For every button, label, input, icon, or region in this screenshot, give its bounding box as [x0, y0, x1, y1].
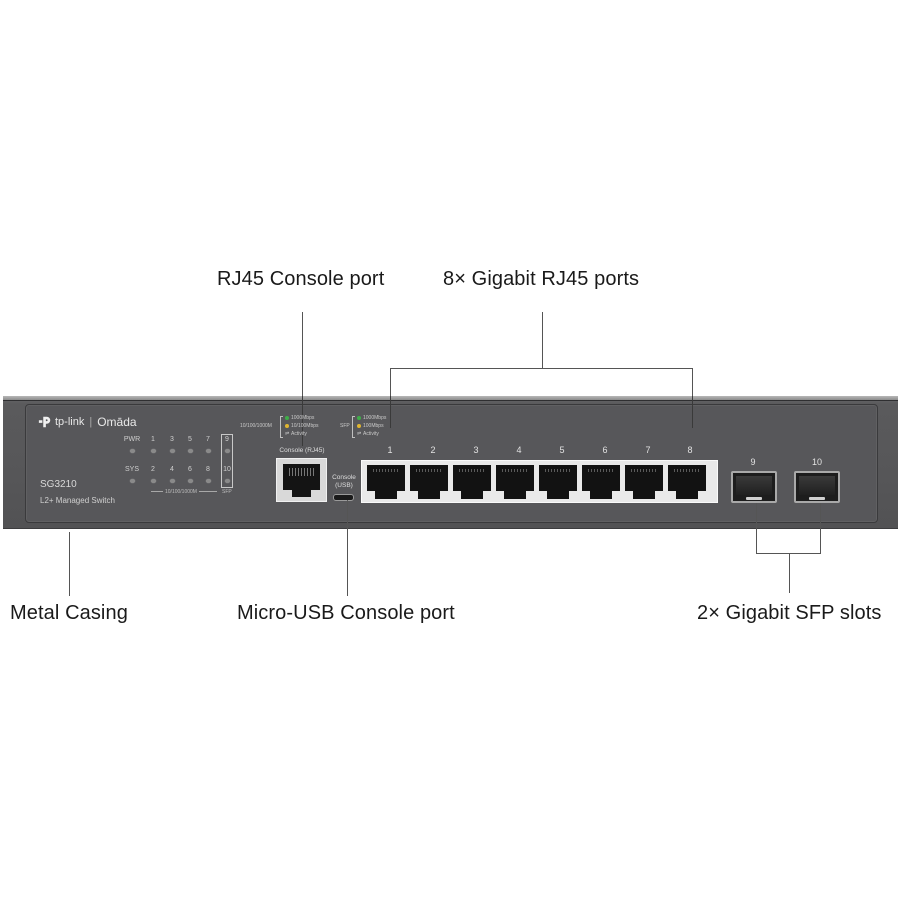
legend-copper-1000: 1000Mbps [291, 415, 315, 421]
console-rj45-latch [292, 489, 311, 497]
model-subtitle: L2+ Managed Switch [40, 496, 115, 505]
port-number-2: 2 [430, 445, 436, 455]
legend-sfp-activity-icon: ⇌ [357, 431, 362, 437]
console-rj45-pins [289, 468, 314, 476]
sfp-number-9: 9 [750, 457, 756, 467]
port-number-7: 7 [645, 445, 651, 455]
legend-copper-activity: Activity [291, 431, 307, 437]
switch-top-edge [3, 396, 898, 400]
gigabit-rj45-bracket [390, 368, 693, 369]
led-label-port-10: 10 [223, 466, 231, 473]
led-port-4 [170, 479, 175, 483]
gigabit-bracket-right-overlay [692, 396, 693, 428]
legend-amber-dot-icon [285, 424, 289, 428]
legend-sfp-bracket [352, 416, 355, 438]
switch-top-shadow [3, 400, 898, 401]
legend-green-dot-icon [285, 416, 289, 420]
microusb-console-callout-label: Micro-USB Console port [237, 602, 455, 624]
sfp-leader-line [789, 553, 790, 593]
led-label-port-8: 8 [206, 466, 210, 473]
led-pwr [130, 449, 135, 453]
rj45-port-6[interactable] [582, 465, 620, 500]
legend-activity-icon: ⇌ [285, 431, 290, 437]
port-number-3: 3 [473, 445, 479, 455]
copper-led-group-label: 10/100/1000M [163, 489, 199, 495]
sfp-bracket-right [820, 503, 821, 553]
led-label-port-1: 1 [151, 436, 155, 443]
legend-copper-10-100: 10/100Mbps [291, 423, 319, 429]
console-usb-label-line2: (USB) [335, 482, 353, 489]
led-port-1 [151, 449, 156, 453]
led-port-3 [170, 449, 175, 453]
model-number: SG3210 [40, 479, 77, 490]
led-port-5 [188, 449, 193, 453]
led-port-7 [206, 449, 211, 453]
rj45-console-leader-line-overlay [302, 396, 303, 446]
rj45-port-2[interactable] [410, 465, 448, 500]
rj45-port-7[interactable] [625, 465, 663, 500]
product-line: Omāda [97, 415, 137, 429]
sfp-slot-10[interactable] [794, 471, 840, 503]
legend-sfp-green-dot-icon [357, 416, 361, 420]
rj45-port-block [361, 460, 718, 503]
led-label-port-4: 4 [170, 466, 174, 473]
console-rj45-port[interactable] [276, 458, 327, 502]
legend-sfp-1000: 1000Mbps [363, 415, 387, 421]
legend-sfp-activity: Activity [363, 431, 379, 437]
gigabit-bracket-left-overlay [390, 396, 391, 428]
led-port-9 [225, 449, 230, 453]
led-port-6 [188, 479, 193, 483]
console-usb-label: Console (USB) [330, 474, 358, 490]
led-port-2 [151, 479, 156, 483]
metal-casing-leader-line [69, 532, 70, 596]
led-label-port-3: 3 [170, 436, 174, 443]
led-label-port-2: 2 [151, 466, 155, 473]
led-sys [130, 479, 135, 483]
microusb-leader-line [347, 500, 348, 596]
port-number-1: 1 [387, 445, 393, 455]
microusb-console-port[interactable] [333, 494, 354, 501]
legend-sfp-amber-dot-icon [357, 424, 361, 428]
port-number-5: 5 [559, 445, 565, 455]
sfp-led-bracket [221, 434, 233, 488]
port-number-6: 6 [602, 445, 608, 455]
led-label-port-6: 6 [188, 466, 192, 473]
tp-link-logo-icon [38, 416, 51, 428]
brand-logo: tp-link | Omāda [38, 415, 137, 429]
led-label-sys: SYS [124, 466, 139, 473]
led-port-8 [206, 479, 211, 483]
led-port-10 [225, 479, 230, 483]
rj45-console-leader-line [302, 312, 303, 446]
sfp-number-10: 10 [811, 457, 822, 467]
rj45-port-3[interactable] [453, 465, 491, 500]
sfp-led-group-label: SFP [222, 489, 232, 495]
sfp-bracket [756, 553, 821, 554]
rj45-port-4[interactable] [496, 465, 534, 500]
metal-casing-callout-label: Metal Casing [10, 602, 128, 624]
rj45-port-8[interactable] [668, 465, 706, 500]
brand-separator: | [89, 416, 93, 428]
rj45-port-1[interactable] [367, 465, 405, 500]
rj45-console-callout-label: RJ45 Console port [217, 268, 385, 290]
legend-copper-group-label: 10/100/1000M [240, 423, 272, 429]
rj45-port-5[interactable] [539, 465, 577, 500]
legend-copper-bracket [280, 416, 283, 438]
sfp-bracket-left [756, 503, 757, 553]
port-number-4: 4 [516, 445, 522, 455]
console-usb-label-line1: Console [332, 474, 356, 481]
port-number-8: 8 [687, 445, 693, 455]
gigabit-rj45-leader-line [542, 312, 543, 369]
led-label-port-9: 9 [225, 436, 229, 443]
legend-sfp-100: 100Mbps [363, 423, 384, 429]
led-label-port-5: 5 [188, 436, 192, 443]
sfp-slots-callout-label: 2× Gigabit SFP slots [697, 602, 882, 624]
sfp-slot-9[interactable] [731, 471, 777, 503]
brand-name: tp-link [55, 416, 85, 428]
led-label-port-7: 7 [206, 436, 210, 443]
legend-sfp-group-label: SFP [340, 423, 350, 429]
gigabit-rj45-callout-label: 8× Gigabit RJ45 ports [443, 268, 640, 290]
led-label-pwr: PWR [123, 436, 141, 443]
console-rj45-label: Console (RJ45) [279, 447, 325, 454]
